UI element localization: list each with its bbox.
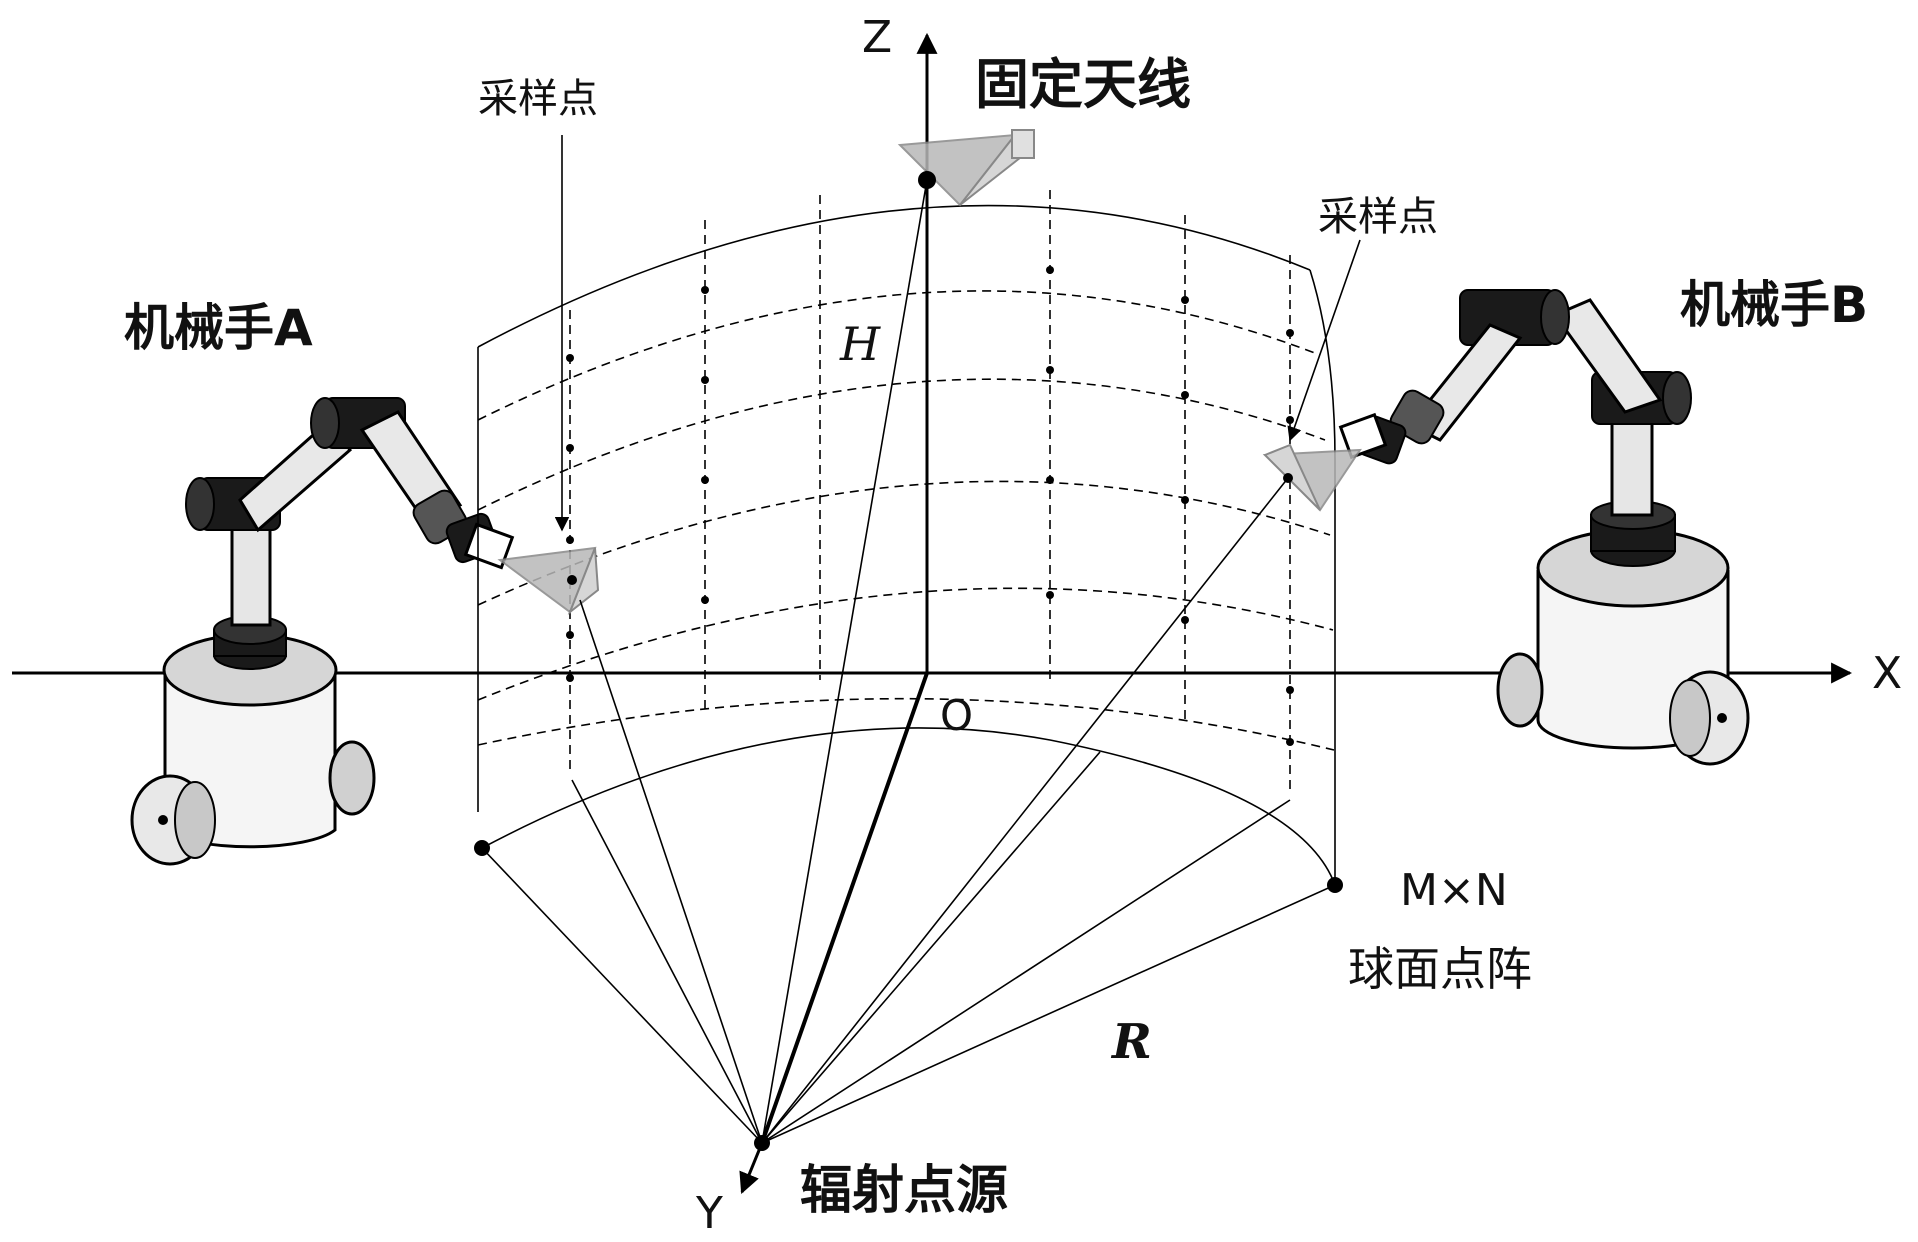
robot-arm-a-label: 机械手A xyxy=(124,299,313,357)
sampling-surface xyxy=(474,190,1343,893)
height-label: H xyxy=(839,317,881,371)
axis-z-label: Z xyxy=(862,12,892,63)
radiation-rays xyxy=(481,179,1336,1144)
origin-label: O xyxy=(940,691,973,740)
wheel-icon xyxy=(328,740,376,816)
sampling-point-label-left: 采样点 xyxy=(478,76,598,122)
sampling-horn-right xyxy=(1262,443,1362,512)
grid-desc-label: 球面点阵 xyxy=(1348,942,1532,996)
radius-label: R xyxy=(1110,1014,1152,1070)
robot-arm-b xyxy=(1338,289,1750,766)
fixed-antenna xyxy=(897,129,1035,207)
robot-arm-a xyxy=(130,397,515,866)
fixed-antenna-label: 固定天线 xyxy=(975,53,1191,116)
wheel-icon xyxy=(1496,652,1544,728)
sampling-pointer-right xyxy=(1287,239,1361,442)
robot-arm-b-label: 机械手B xyxy=(1680,276,1868,334)
y-axis-arrow xyxy=(739,1142,764,1194)
radiation-source-label: 辐射点源 xyxy=(800,1161,1008,1221)
axis-x-label: X xyxy=(1872,648,1902,699)
sampling-point-label-right: 采样点 xyxy=(1318,194,1438,240)
axis-y-label: Y xyxy=(695,1188,723,1239)
grid-size-label: M×N xyxy=(1400,865,1508,916)
radiation-source-dot xyxy=(754,1135,770,1151)
sampling-horn-left xyxy=(497,546,600,616)
y-axis-line xyxy=(760,672,929,1144)
